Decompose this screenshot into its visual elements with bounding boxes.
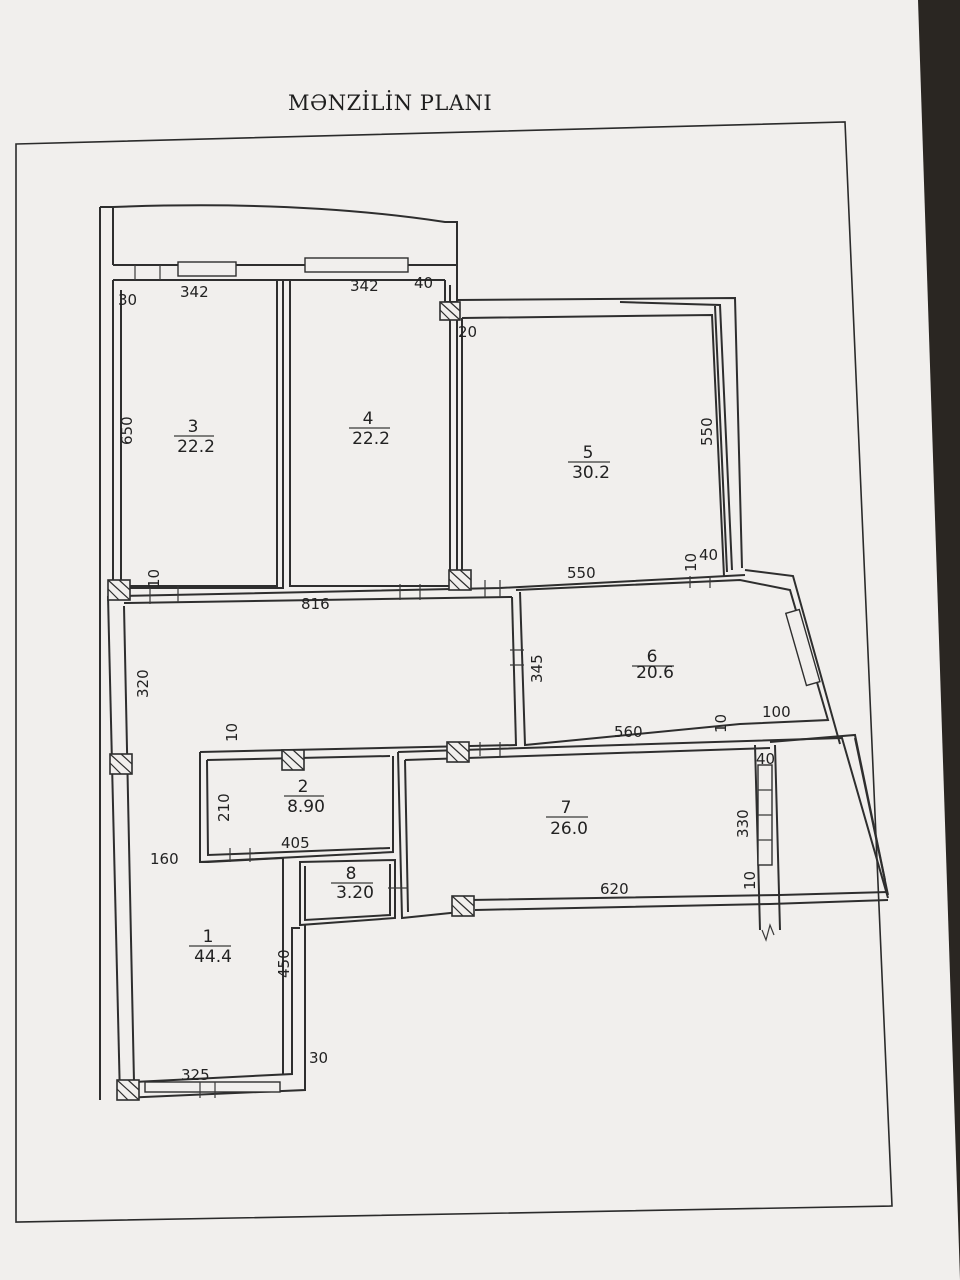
room-4-label: 4 22.2 <box>349 409 390 449</box>
room-1-area: 44.4 <box>194 947 232 967</box>
dim-40-top: 40 <box>414 274 433 292</box>
room-7-area: 26.0 <box>550 819 588 839</box>
room-7-number: 7 <box>561 798 572 818</box>
dim-345: 345 <box>528 654 546 683</box>
dim-342-mid: 342 <box>350 277 379 295</box>
dim-405: 405 <box>281 834 310 852</box>
dim-560: 560 <box>614 723 643 741</box>
dim-550-horizontal: 550 <box>567 564 596 582</box>
room-5-number: 5 <box>583 443 594 463</box>
dim-10-right: 10 <box>682 553 700 572</box>
room-7-label: 7 26.0 <box>546 798 588 839</box>
dim-10-room6: 10 <box>712 714 730 733</box>
room-4-area: 22.2 <box>352 429 390 449</box>
drawing-frame <box>15 121 893 1223</box>
room-8-number: 8 <box>346 864 357 884</box>
dim-620: 620 <box>600 880 629 898</box>
room-1-number: 1 <box>203 927 214 947</box>
plan-title: MƏNZİLİN PLANI <box>288 91 492 115</box>
dim-20: 20 <box>458 323 477 341</box>
room-8-area: 3.20 <box>336 883 374 903</box>
room-6-number: 6 <box>647 647 658 667</box>
dim-40-right: 40 <box>699 546 718 564</box>
room-6-label: 6 20.6 <box>632 647 674 683</box>
dim-10-room7: 10 <box>741 871 759 890</box>
room-3-area: 22.2 <box>177 437 215 457</box>
dim-550-vertical: 550 <box>698 417 716 446</box>
dim-10-room2: 10 <box>223 723 241 742</box>
room-3-number: 3 <box>188 417 199 437</box>
dim-320: 320 <box>134 669 152 698</box>
room-6-area: 20.6 <box>636 663 674 683</box>
room-1-label: 1 44.4 <box>189 927 232 967</box>
room-labels: 3 22.2 4 22.2 5 30.2 6 20.6 2 8.90 7 26.… <box>174 409 674 967</box>
dim-30-bottom: 30 <box>309 1049 328 1067</box>
dim-100: 100 <box>762 703 791 721</box>
room-8-label: 8 3.20 <box>331 864 374 903</box>
dim-342-left: 342 <box>180 283 209 301</box>
dim-450: 450 <box>275 949 293 978</box>
room-2-number: 2 <box>298 777 309 797</box>
dim-160: 160 <box>150 850 179 868</box>
room-5-label: 5 30.2 <box>568 443 610 483</box>
room-2-area: 8.90 <box>287 797 325 817</box>
room-2-label: 2 8.90 <box>284 777 325 817</box>
dim-330: 330 <box>734 809 752 838</box>
room-3-label: 3 22.2 <box>174 417 215 457</box>
dim-816: 816 <box>301 595 330 613</box>
room-5-area: 30.2 <box>572 463 610 483</box>
dim-40-room7: 40 <box>756 750 775 768</box>
room-4-number: 4 <box>363 409 374 429</box>
dim-30-top: 30 <box>118 291 137 309</box>
dim-650: 650 <box>118 416 136 445</box>
dimension-labels: 342 342 40 30 20 650 550 10 10 40 550 81… <box>118 274 791 1084</box>
dim-210: 210 <box>215 793 233 822</box>
columns <box>107 301 475 1101</box>
dim-10-left: 10 <box>145 569 163 588</box>
dim-325: 325 <box>181 1066 210 1084</box>
